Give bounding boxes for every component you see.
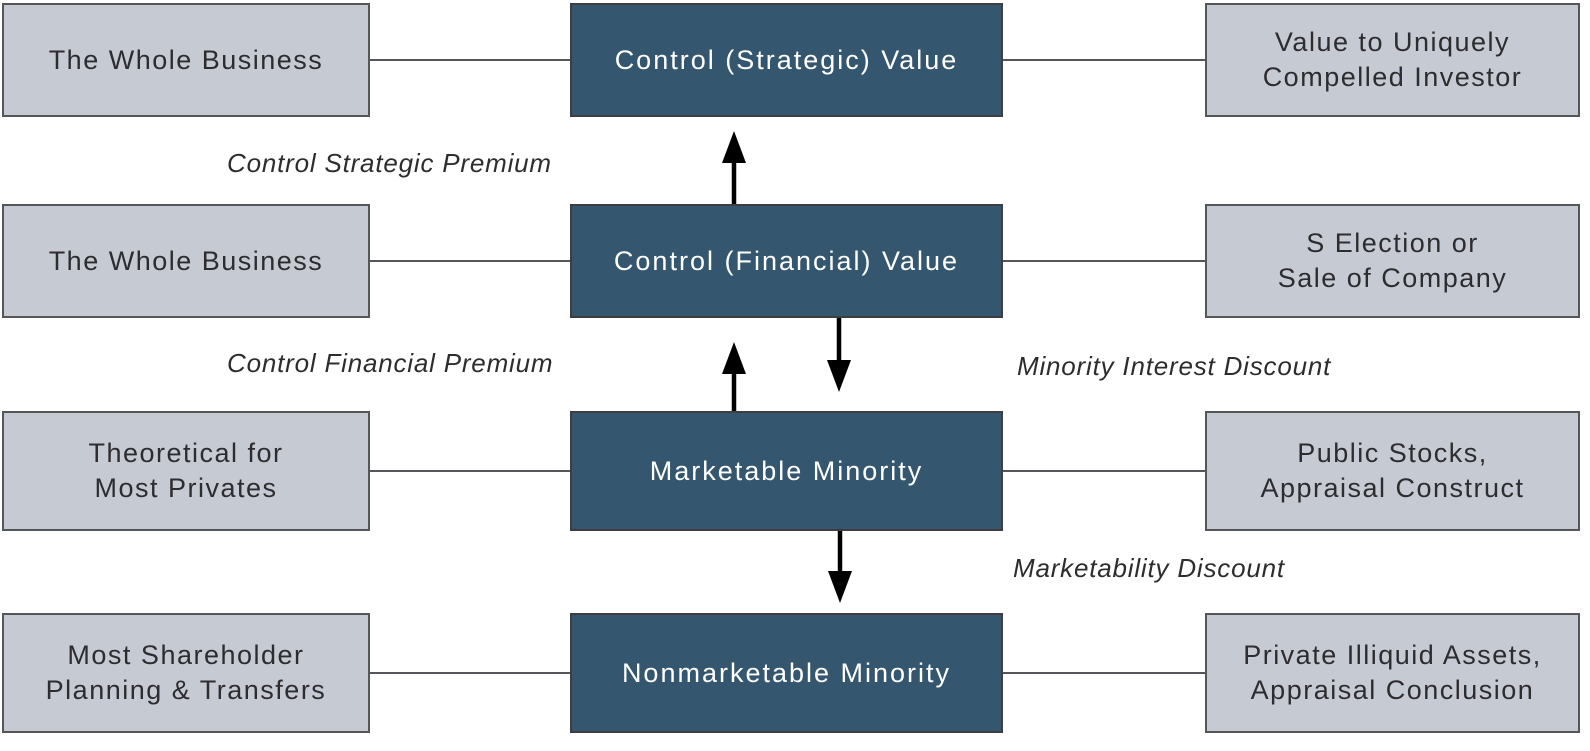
- label-control-strategic-premium: Control Strategic Premium: [227, 148, 552, 178]
- label-control-financial-premium: Control Financial Premium: [227, 348, 554, 378]
- center-box-row-4: Nonmarketable Minority: [570, 613, 1003, 733]
- connector-line: [1003, 260, 1205, 262]
- connector-line: [370, 260, 570, 262]
- arrow-up-icon: [722, 342, 746, 411]
- connector-line: [370, 672, 570, 674]
- arrow-down-icon: [828, 531, 852, 603]
- connector-line: [1003, 672, 1205, 674]
- right-box-row-2: S Election or Sale of Company: [1205, 204, 1580, 318]
- left-box-row-4: Most Shareholder Planning & Transfers: [2, 613, 370, 733]
- connector-line: [1003, 59, 1205, 61]
- label-marketability-discount: Marketability Discount: [1013, 553, 1285, 583]
- center-box-row-3: Marketable Minority: [570, 411, 1003, 531]
- right-box-row-4: Private Illiquid Assets, Appraisal Concl…: [1205, 613, 1580, 733]
- left-box-row-3: Theoretical for Most Privates: [2, 411, 370, 531]
- connector-line: [370, 59, 570, 61]
- left-box-row-2: The Whole Business: [2, 204, 370, 318]
- label-minority-interest-discount: Minority Interest Discount: [1017, 351, 1332, 381]
- center-box-row-1: Control (Strategic) Value: [570, 3, 1003, 117]
- connector-line: [370, 470, 570, 472]
- right-box-row-1: Value to Uniquely Compelled Investor: [1205, 3, 1580, 117]
- arrow-up-icon: [722, 131, 746, 204]
- arrow-down-icon: [827, 318, 851, 392]
- connector-line: [1003, 470, 1205, 472]
- right-box-row-3: Public Stocks, Appraisal Construct: [1205, 411, 1580, 531]
- left-box-row-1: The Whole Business: [2, 3, 370, 117]
- center-box-row-2: Control (Financial) Value: [570, 204, 1003, 318]
